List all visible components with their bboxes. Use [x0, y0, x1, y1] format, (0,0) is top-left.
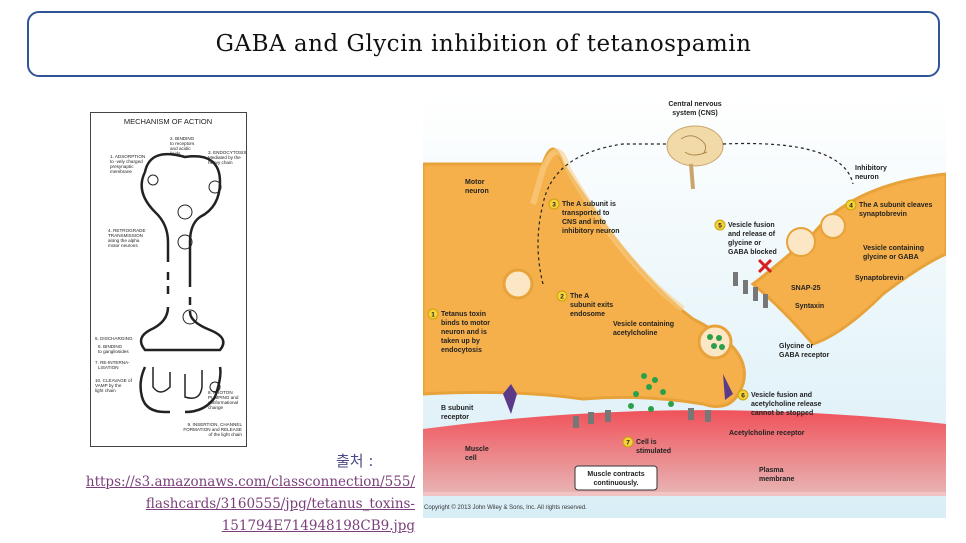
source-link[interactable]: https://s3.amazonaws.com/classconnection… [85, 474, 415, 534]
synaptobrevin-label: Synaptobrevin [855, 275, 904, 282]
copyright: Copyright © 2013 John Wiley & Sons, Inc.… [424, 505, 587, 511]
step5-num: 5 [718, 223, 722, 230]
gly-vesicle [786, 227, 816, 257]
mechanism-figure: MECHANISM OF ACTION 1. ADSORPTION to -ve… [90, 112, 247, 447]
syntaxin-label: Syntaxin [795, 303, 824, 310]
label-4: 4. RETROGRADE [108, 228, 146, 233]
label-10: 10. CLEAVAGE of [95, 378, 133, 383]
snap25-label: SNAP-25 [791, 285, 821, 292]
svg-text:PUMPING and: PUMPING and [208, 395, 239, 400]
svg-text:of the light chain: of the light chain [209, 432, 243, 437]
step4-num: 4 [849, 203, 853, 210]
slide-title: GABA and Glycin inhibition of tetanospam… [215, 31, 752, 57]
step7-num: 7 [626, 440, 630, 447]
svg-text:lipids: lipids [170, 151, 181, 156]
step1-num: 1 [431, 312, 435, 319]
label-5: 5. DISCHARGING [95, 336, 133, 341]
svg-text:LISATION: LISATION [98, 365, 119, 370]
svg-text:and acidic: and acidic [170, 146, 191, 151]
svg-text:FORMATION and RELEASE: FORMATION and RELEASE [183, 427, 242, 432]
ach-vesicle [697, 324, 733, 360]
endosome [502, 268, 534, 300]
svg-text:to gangliosides: to gangliosides [98, 349, 129, 354]
inhibitory-neuron [750, 172, 946, 346]
mechanism-heading: MECHANISM OF ACTION [124, 117, 212, 126]
svg-text:conformational: conformational [208, 400, 238, 405]
svg-text:heavy chain: heavy chain [208, 160, 233, 165]
ach-receptor-label: Acetylcholine receptor [729, 430, 805, 437]
svg-text:change: change [208, 405, 224, 410]
svg-text:along the alpha: along the alpha [108, 238, 140, 243]
svg-text:presynaptic: presynaptic [110, 164, 134, 169]
muscle-cell [423, 410, 946, 494]
label-9: 9. INSERTION, CHANNEL [187, 422, 242, 427]
svg-text:to receptors: to receptors [170, 141, 195, 146]
step2-num: 2 [560, 294, 564, 301]
svg-text:TRANSMISSION: TRANSMISSION [108, 233, 143, 238]
svg-text:motor neurons: motor neurons [108, 243, 138, 248]
label-7: 7. RE-INTERNA- [95, 360, 130, 365]
svg-text:to -vely charged: to -vely charged [110, 159, 143, 164]
label-3: 3. ENDOCYTOSIS [208, 150, 246, 155]
step6-num: 6 [741, 393, 745, 400]
label-8: 8. PROTON [208, 390, 233, 395]
svg-text:VAMP by the: VAMP by the [95, 383, 122, 388]
label-2: 2. BINDING [170, 136, 195, 141]
label-1: 1. ADSORPTION [110, 154, 145, 159]
svg-text:Mediated by the: Mediated by the [208, 155, 241, 160]
step3-num: 3 [552, 202, 556, 209]
title-box: GABA and Glycin inhibition of tetanospam… [27, 11, 940, 77]
source-label: 출처 : [336, 452, 374, 470]
label-6: 6. BINDING [98, 344, 123, 349]
cns-brain [666, 125, 724, 167]
svg-text:light chain: light chain [95, 388, 116, 393]
svg-text:membrane: membrane [110, 169, 132, 174]
muscle-contracts-box [574, 465, 658, 491]
